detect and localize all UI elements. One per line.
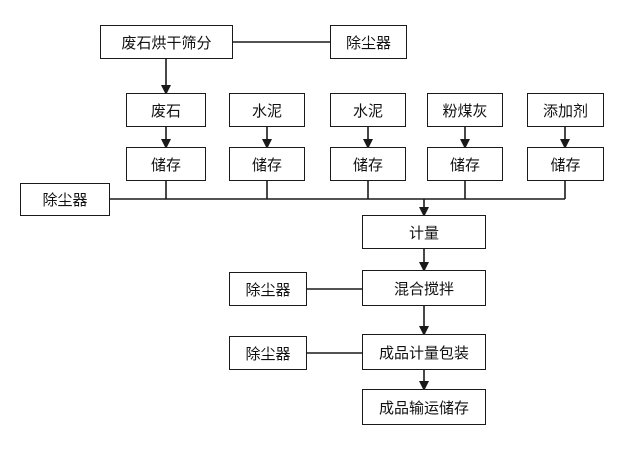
node-drying-screening: 废石烘干筛分 bbox=[100, 25, 233, 59]
node-cement-2: 水泥 bbox=[330, 93, 406, 127]
node-fly-ash: 粉煤灰 bbox=[427, 93, 503, 127]
node-waste-stone: 废石 bbox=[126, 93, 206, 127]
node-storage-cement-2: 储存 bbox=[330, 147, 406, 181]
node-mixing: 混合搅拌 bbox=[362, 270, 486, 306]
node-dust-collector-left: 除尘器 bbox=[20, 183, 110, 216]
node-storage-fly-ash: 储存 bbox=[427, 147, 503, 181]
node-metering: 计量 bbox=[362, 215, 486, 249]
node-storage-cement-1: 储存 bbox=[229, 147, 305, 181]
node-storage-additive: 储存 bbox=[527, 147, 604, 181]
node-dust-collector-top: 除尘器 bbox=[330, 25, 407, 59]
node-dust-collector-packaging: 除尘器 bbox=[229, 336, 307, 370]
node-storage-waste-stone: 储存 bbox=[126, 147, 206, 181]
node-packaging: 成品计量包装 bbox=[362, 334, 486, 370]
node-dust-collector-mixing: 除尘器 bbox=[229, 272, 307, 306]
node-transport-storage: 成品输运储存 bbox=[362, 389, 486, 425]
node-additive: 添加剂 bbox=[527, 93, 604, 127]
node-cement-1: 水泥 bbox=[229, 93, 305, 127]
